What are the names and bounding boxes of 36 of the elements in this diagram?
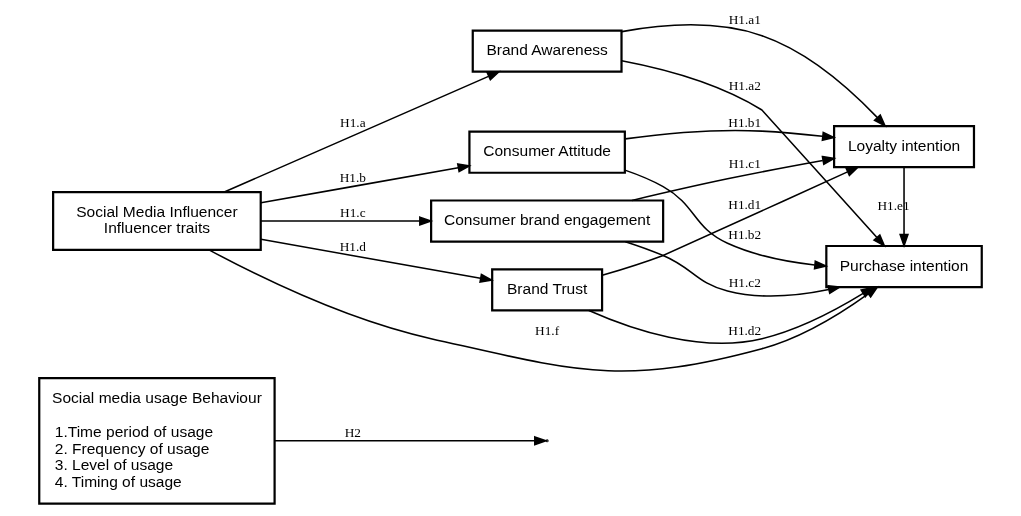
edge-label: H1.a1 xyxy=(728,11,761,27)
edge-label: H1.b xyxy=(339,169,366,185)
arrow xyxy=(260,162,472,204)
edge-label: H1.c xyxy=(340,204,366,220)
node-box: Social media usage Behaviour 1.Time period of usage 2. Frequency of usage 3. Level of usage 4. Timing of usage xyxy=(38,376,276,505)
node-box: Consumer brand engagement xyxy=(430,198,665,243)
edge-label: H1.b1 xyxy=(728,114,762,130)
node-box: Loyalty intention xyxy=(833,124,976,168)
arrow xyxy=(620,59,886,248)
edge-label: H1.a2 xyxy=(728,77,761,93)
arrow xyxy=(624,129,837,141)
arrow xyxy=(621,23,887,127)
arrow xyxy=(624,168,829,270)
arrow xyxy=(260,238,494,283)
arrow xyxy=(899,166,909,248)
arrow xyxy=(631,155,837,201)
edge-label: H1.d1 xyxy=(728,196,762,212)
edge-label: H1.f xyxy=(535,322,560,338)
arrow xyxy=(274,435,549,446)
arrow xyxy=(601,165,860,276)
node-box: Social Media Influencer Influencer traits xyxy=(52,190,262,251)
edge-label: H1.b2 xyxy=(728,226,762,242)
edge-label: H1.d xyxy=(339,238,366,254)
edge-label: H1.c1 xyxy=(728,155,761,171)
node-box: Purchase intention xyxy=(825,244,983,288)
edge-label: H1.a xyxy=(340,114,366,130)
edge-label: H2 xyxy=(344,424,361,440)
node-box: Consumer Attitude xyxy=(468,130,626,174)
arrow xyxy=(223,70,502,193)
node-box: Brand Awareness xyxy=(471,29,623,73)
edge-label: H1.c2 xyxy=(728,274,761,290)
arrow xyxy=(624,240,843,297)
node-box: Brand Trust xyxy=(491,267,604,311)
arrow xyxy=(588,285,875,344)
edge-label: H1.d2 xyxy=(728,322,762,338)
arrow xyxy=(260,215,434,226)
